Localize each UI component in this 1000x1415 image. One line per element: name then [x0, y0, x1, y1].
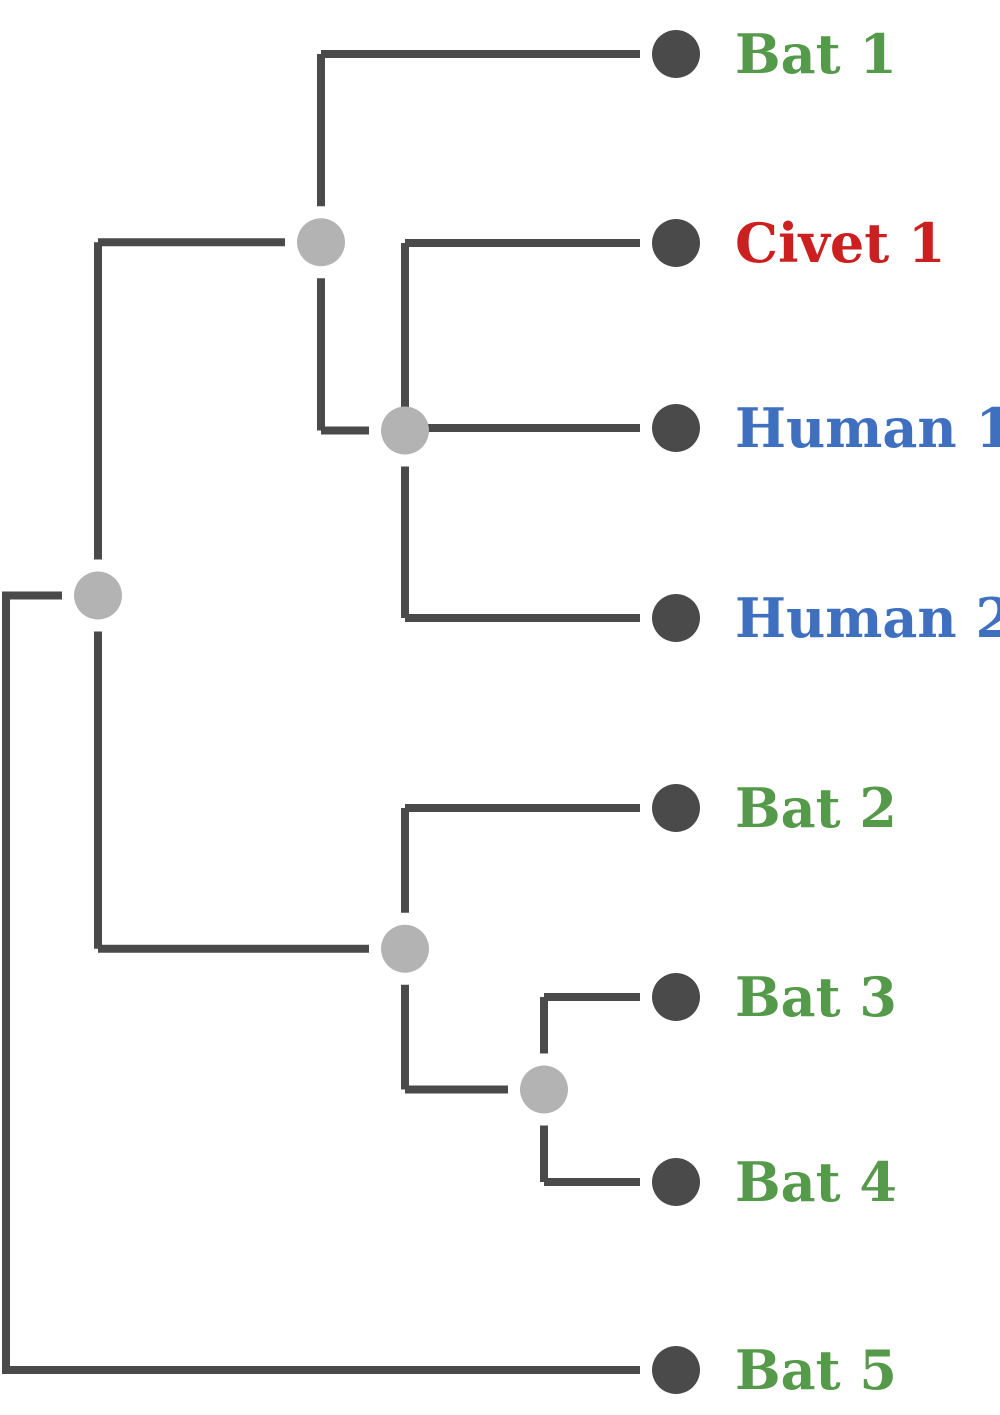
leaf-label-bat-3: Bat 3 — [735, 965, 897, 1029]
leaf-label-human-1: Human 1 — [735, 396, 1000, 460]
internal-node — [520, 1065, 568, 1114]
tree-nodes — [74, 30, 700, 1394]
leaf-node-human-2 — [652, 594, 700, 642]
leaf-node-civet-1 — [652, 219, 700, 267]
leaf-label-bat-5: Bat 5 — [735, 1338, 897, 1402]
leaf-node-bat-5 — [652, 1346, 700, 1394]
leaf-node-bat-3 — [652, 973, 700, 1021]
leaf-labels: Bat 1 Civet 1 Human 1 Human 2 Bat 2 Bat 3 Bat … — [735, 22, 1000, 1402]
leaf-node-human-1 — [652, 404, 700, 452]
leaf-label-civet-1: Civet 1 — [735, 211, 946, 275]
leaf-label-bat-2: Bat 2 — [735, 776, 897, 840]
leaf-label-bat-1: Bat 1 — [735, 22, 897, 86]
leaf-label-bat-4: Bat 4 — [735, 1150, 897, 1214]
leaf-node-bat-4 — [652, 1158, 700, 1206]
leaf-label-human-2: Human 2 — [735, 586, 1000, 650]
leaf-node-bat-2 — [652, 784, 700, 832]
internal-node — [297, 218, 345, 267]
internal-node — [381, 406, 429, 455]
internal-node — [381, 924, 429, 973]
tree-branches — [2, 50, 640, 1374]
internal-node — [74, 571, 122, 620]
root-branch — [2, 591, 640, 1374]
leaf-node-bat-1 — [652, 30, 700, 78]
